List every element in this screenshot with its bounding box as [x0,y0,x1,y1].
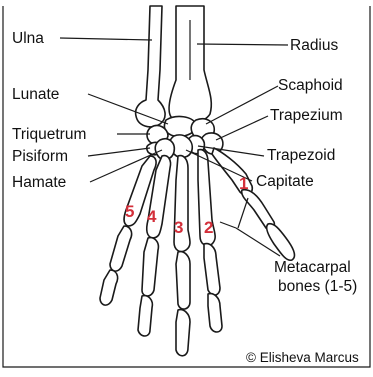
scaphoid-leader [206,86,278,124]
middle-finger-bones [174,156,190,356]
index-finger-bones [198,150,222,332]
label-ulna: Ulna [12,30,44,47]
radius-leader [197,44,288,45]
label-metacarpal-line2: bones (1-5) [278,278,357,295]
label-metacarpal-line1: Metacarpal [274,259,351,276]
metacarpal-leader-1 [238,198,248,228]
metacarpal-number-5: 5 [125,202,134,221]
ulna-leader [60,38,152,40]
pisiform-leader [88,148,150,156]
metacarpal-number-2: 2 [204,218,213,237]
label-capitate: Capitate [256,173,314,190]
label-radius: Radius [290,37,338,54]
thumb-bones [212,148,294,260]
label-trapezoid: Trapezoid [267,147,335,164]
label-lunate: Lunate [12,86,59,103]
radius-bone [169,6,211,122]
credit-text: © Elisheva Marcus [246,350,359,365]
label-hamate: Hamate [12,174,66,191]
label-triquetrum: Triquetrum [12,126,86,143]
metacarpal-leader-2 [220,222,236,228]
trapezium-leader [216,116,268,140]
metacarpal-number-1: 1 [239,174,248,193]
metacarpal-number-3: 3 [174,218,183,237]
label-trapezium: Trapezium [270,107,343,124]
label-pisiform: Pisiform [12,148,68,165]
ulna-bone [136,6,165,127]
label-scaphoid: Scaphoid [278,77,343,94]
metacarpal-number-4: 4 [147,207,157,226]
